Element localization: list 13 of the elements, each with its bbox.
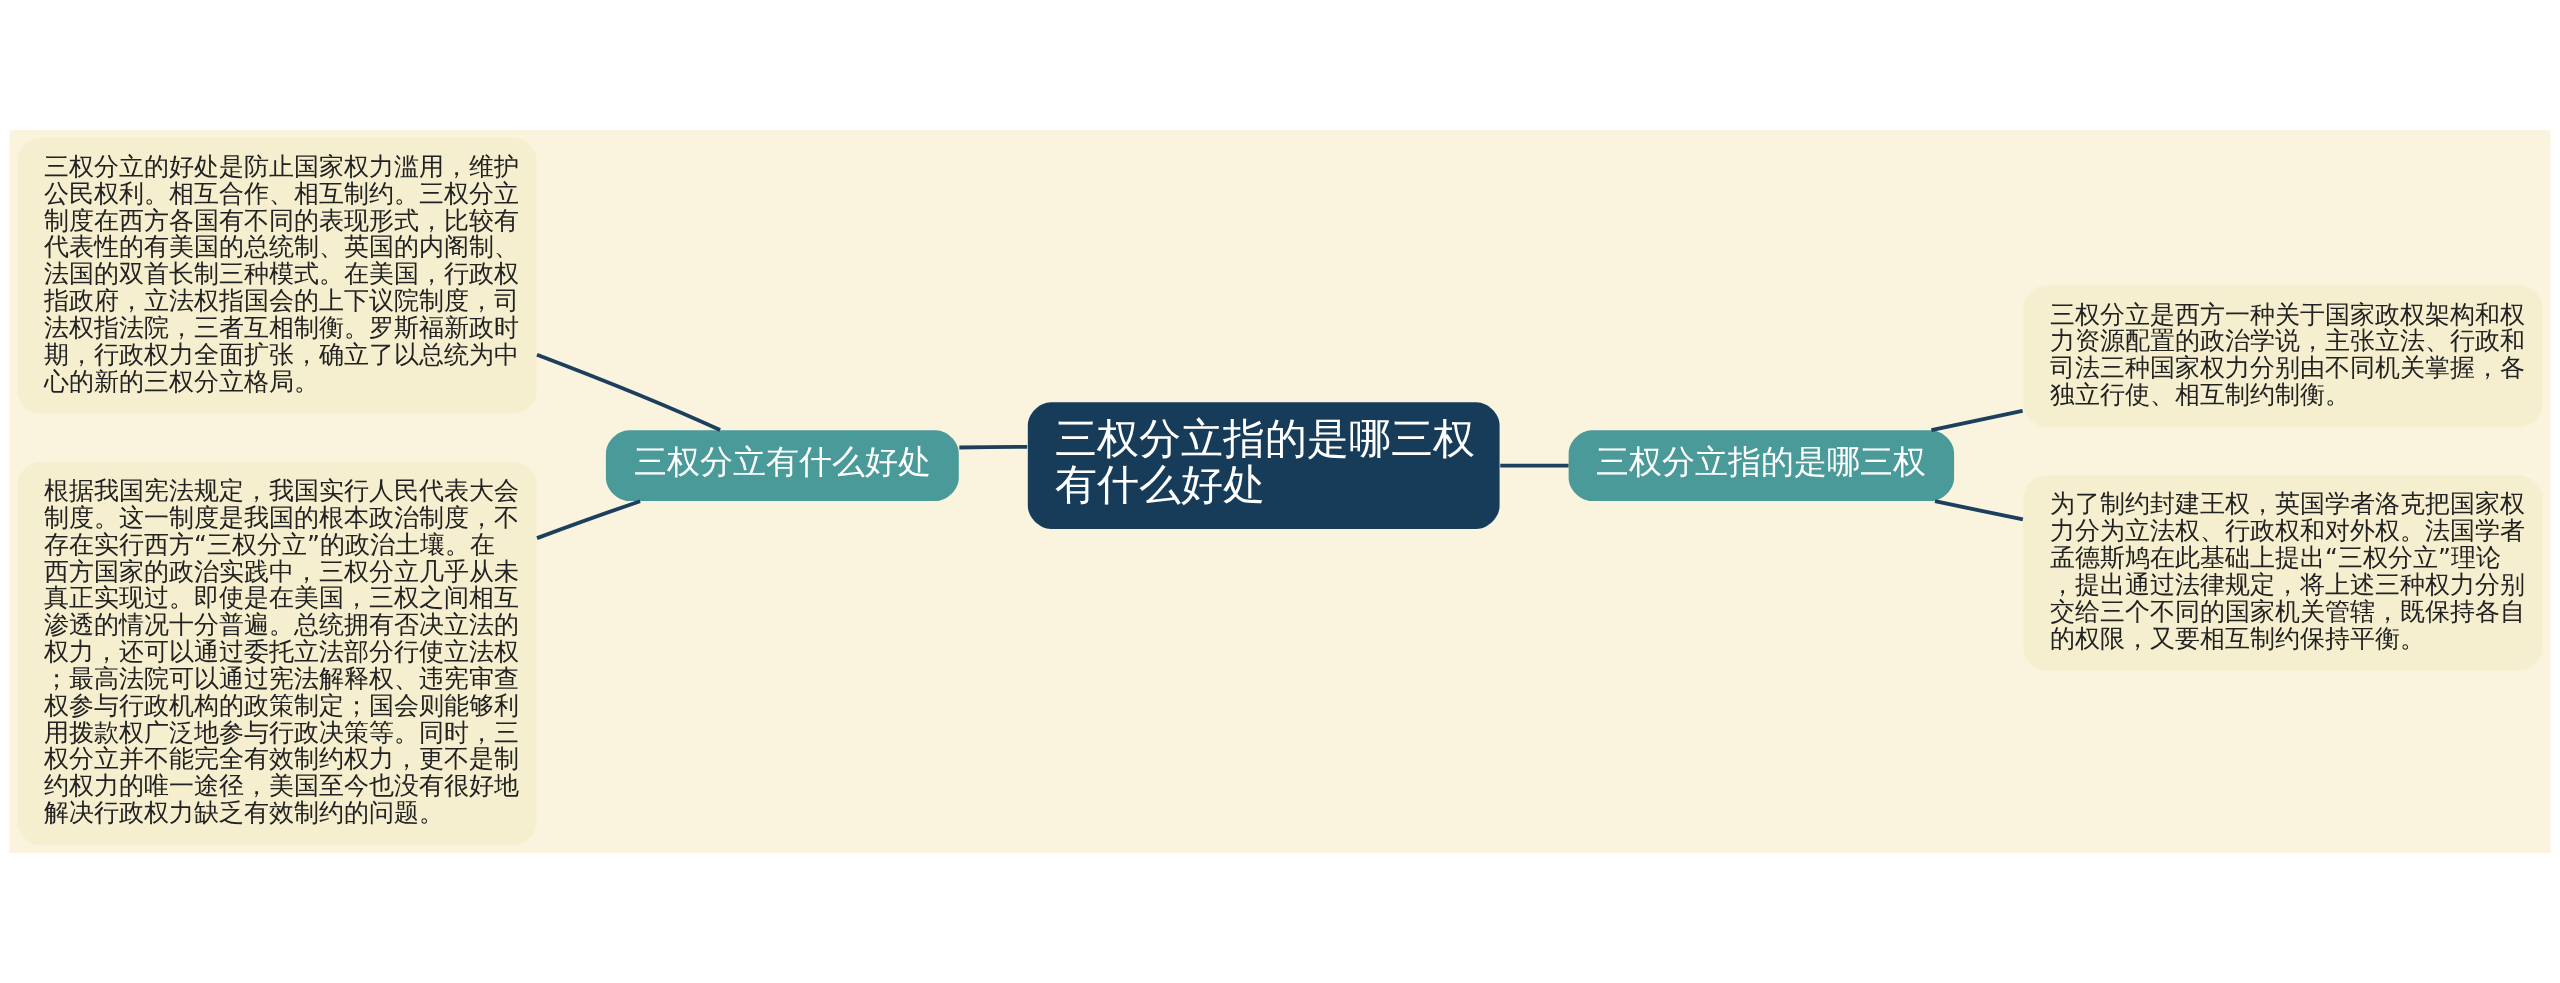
- connector: [959, 445, 1028, 450]
- node-box: 三权分立的好处是防止国家权力滥用，维护公民权利。相互合作、相互制约。三权分立制度在西方各国有不同的表现形式，比较有代表性的有美国的总统制、英国的内阁制、法国的双首长制三种模式。在美国，行政权指政府，立法权指国会的上下议院制度，司法权指法院，三者互相制衡。罗斯福新政时期，行政权力全面扩张，确立了以总统为中心的新的三权分立格局。: [17, 137, 537, 414]
- node-box: 三权分立是西方一种关于国家政权架构和权力资源配置的政治学说，主张立法、行政和司法三种国家权力分别由不同机关掌握，各独立行使、相互制约制衡。: [2023, 285, 2543, 428]
- node-box: 三权分立指的是哪三权有什么好处: [1027, 402, 1500, 529]
- connector: [1931, 409, 2023, 432]
- connector: [1500, 463, 1569, 468]
- connector: [536, 499, 641, 540]
- connector: [1934, 499, 2024, 522]
- connector: [536, 352, 721, 432]
- node-box: 三权分立指的是哪三权: [1568, 430, 1955, 502]
- node-box: 三权分立有什么好处: [605, 430, 959, 502]
- node-box: 为了制约封建王权，英国学者洛克把国家权力分为立法权、行政权和对外权。法国学者孟德斯鸠在此基础上提出“三权分立”理论，提出通过法律规定，将上述三种权力分别交给三个不同的国家机关管辖，既保持各自的权限，又要相互制约保持平衡。: [2023, 475, 2543, 671]
- node-box: 根据我国宪法规定，我国实行人民代表大会制度。这一制度是我国的根本政治制度，不存在实行西方“三权分立”的政治土壤。在西方国家的政治实践中，三权分立几乎从未真正实现过。即使是在美国，三权之间相互渗透的情况十分普遍。总统拥有否决立法的权力，还可以通过委托立法部分行使立法权；最高法院可以通过宪法解释权、违宪审查权参与行政机构的政策制定；国会则能够利用拨款权广泛地参与行政决策等。同时，三权分立并不能完全有效制约权力，更不是制约权力的唯一途径，美国至今也没有很好地解决行政权力缺乏有效制约的问题。: [17, 461, 537, 846]
